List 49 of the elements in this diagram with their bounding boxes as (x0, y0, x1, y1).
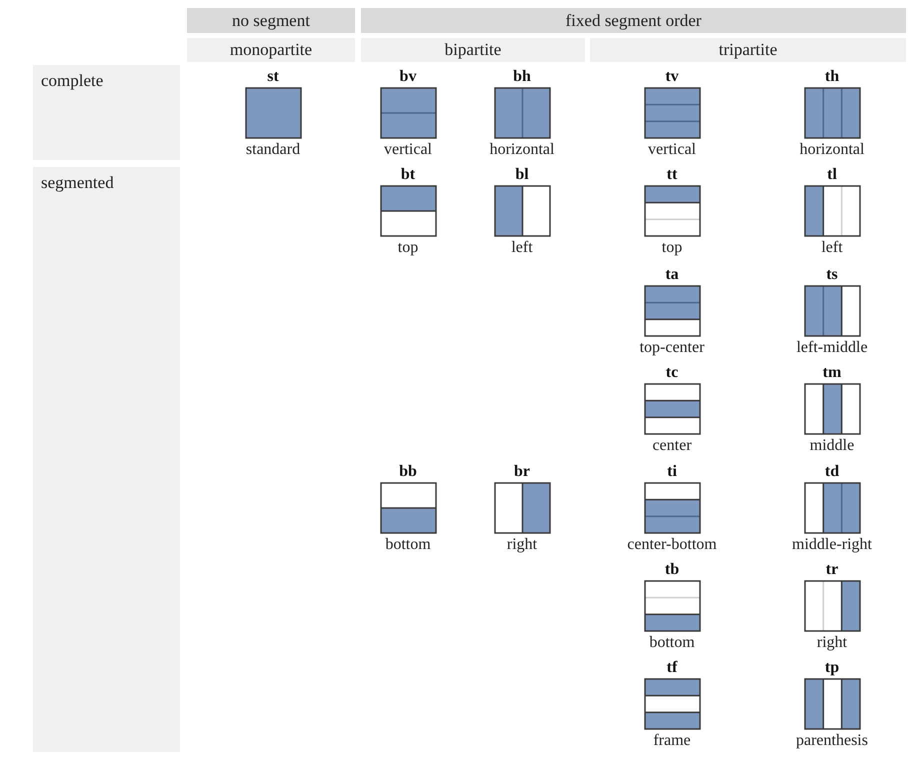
type-code: tv (665, 67, 679, 87)
type-code: ts (826, 265, 838, 285)
type-code: tr (826, 560, 838, 580)
type-code: bb (399, 462, 417, 482)
type-name: bottom (385, 535, 431, 555)
type-code: br (514, 462, 530, 482)
type-name: horizontal (490, 140, 554, 160)
column-header-cell: bipartite (361, 38, 585, 62)
type-code: tp (824, 658, 840, 678)
type-code: bl (515, 165, 529, 185)
type-name: parenthesis (796, 731, 868, 751)
type-code: bt (400, 165, 416, 185)
type-name: bottom (649, 633, 695, 653)
type-code: td (824, 462, 840, 482)
type-name: right (816, 633, 848, 653)
type-name: left (821, 238, 843, 258)
type-code: tm (822, 363, 842, 383)
type-code: tt (666, 165, 678, 185)
type-code: bv (400, 67, 416, 87)
type-code: tb (664, 560, 680, 580)
type-name: horizontal (800, 140, 864, 160)
type-name: left (511, 238, 533, 258)
type-code: ti (667, 462, 677, 482)
type-name: center-bottom (627, 535, 717, 555)
column-header-cell: no segment (187, 8, 355, 33)
type-name: center (652, 436, 692, 456)
type-code: ta (665, 265, 679, 285)
type-name: standard (246, 140, 300, 160)
type-code: th (824, 67, 840, 87)
type-name: middle-right (792, 535, 872, 555)
type-code: st (267, 67, 279, 87)
type-name: top (398, 238, 418, 258)
type-code: tl (827, 165, 837, 185)
type-name: vertical (648, 140, 696, 160)
type-name: frame (653, 731, 691, 751)
column-header-cell: tripartite (590, 38, 906, 62)
type-code: tc (666, 363, 678, 383)
type-name: middle (810, 436, 854, 456)
row-header-cell: complete (33, 65, 180, 160)
type-code: tf (666, 658, 678, 678)
column-header-cell: fixed segment order (361, 8, 906, 33)
type-name: top (662, 238, 682, 258)
type-name: top-center (640, 338, 704, 358)
row-header-cell: segmented (33, 167, 180, 752)
type-name: vertical (384, 140, 432, 160)
type-name: right (506, 535, 538, 555)
type-name: left-middle (796, 338, 868, 358)
column-header-cell: monopartite (187, 38, 355, 62)
type-code: bh (513, 67, 531, 87)
